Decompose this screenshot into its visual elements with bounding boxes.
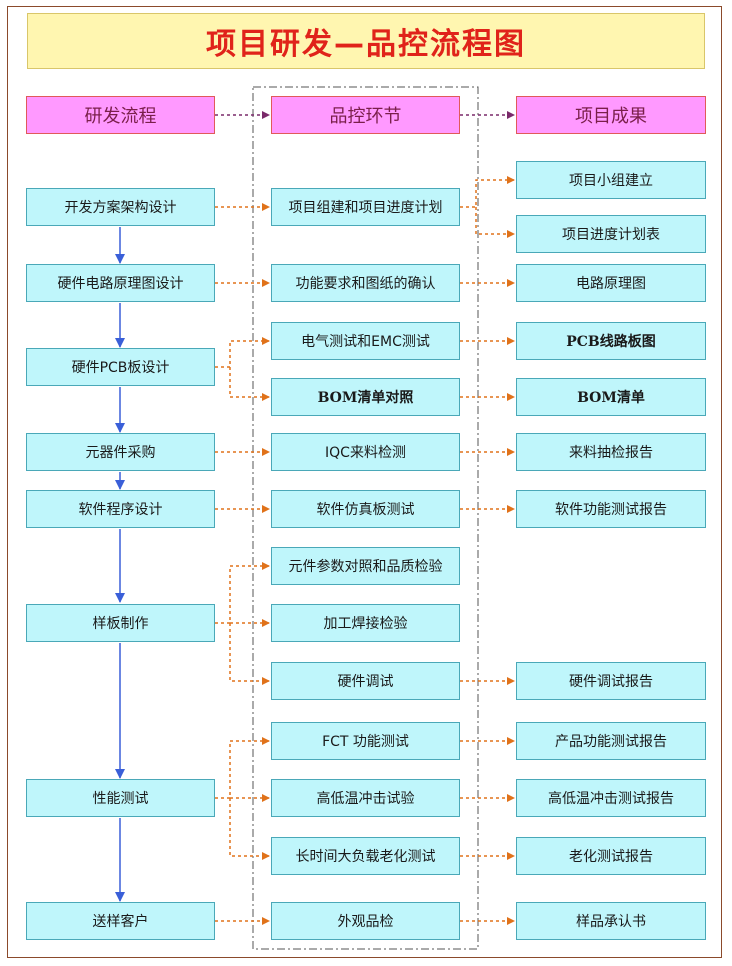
- dev-step-software: 软件程序设计: [26, 490, 215, 528]
- dev-step-architecture: 开发方案架构设计: [26, 188, 215, 226]
- link-q1-r1: [460, 176, 515, 208]
- dev-step-schematic: 硬件电路原理图设计: [26, 264, 215, 302]
- link-d7-q10: [215, 737, 270, 799]
- qc-soldering-inspection: 加工焊接检验: [271, 604, 460, 642]
- qc-aging-test: 长时间大负载老化测试: [271, 837, 460, 875]
- link-d7-q12: [229, 798, 270, 860]
- outer-frame: [7, 6, 722, 958]
- link-d6-q9: [229, 623, 270, 685]
- result-thermal-report: 高低温冲击测试报告: [516, 779, 706, 817]
- qc-thermal-shock: 高低温冲击试验: [271, 779, 460, 817]
- result-sample-approval: 样品承认书: [516, 902, 706, 940]
- diagram-title: 项目研发—品控流程图: [27, 13, 705, 69]
- result-bom-list: BOM清单: [516, 378, 706, 416]
- header-dev-flow: 研发流程: [26, 96, 215, 134]
- dev-step-performance-test: 性能测试: [26, 779, 215, 817]
- qc-visual-inspection: 外观品检: [271, 902, 460, 940]
- dev-step-sample-delivery: 送样客户: [26, 902, 215, 940]
- result-team-setup: 项目小组建立: [516, 161, 706, 199]
- qc-hardware-debug: 硬件调试: [271, 662, 460, 700]
- header-qc: 品控环节: [271, 96, 460, 134]
- result-incoming-report: 来料抽检报告: [516, 433, 706, 471]
- dev-step-prototype: 样板制作: [26, 604, 215, 642]
- dev-step-pcb: 硬件PCB板设计: [26, 348, 215, 386]
- qc-component-quality: 元件参数对照和品质检验: [271, 547, 460, 585]
- qc-fct-test: FCT 功能测试: [271, 722, 460, 760]
- result-hardware-report: 硬件调试报告: [516, 662, 706, 700]
- dev-step-procurement: 元器件采购: [26, 433, 215, 471]
- qc-requirements-confirm: 功能要求和图纸的确认: [271, 264, 460, 302]
- header-results: 项目成果: [516, 96, 706, 134]
- result-aging-report: 老化测试报告: [516, 837, 706, 875]
- result-pcb-layout: PCB线路板图: [516, 322, 706, 360]
- qc-column-boundary: [252, 86, 479, 950]
- qc-bom-check: BOM清单对照: [271, 378, 460, 416]
- result-software-report: 软件功能测试报告: [516, 490, 706, 528]
- result-schematic: 电路原理图: [516, 264, 706, 302]
- link-d6-q7: [215, 562, 270, 624]
- link-d3-q4: [229, 367, 270, 401]
- link-d3-q3: [215, 337, 270, 368]
- qc-emc-test: 电气测试和EMC测试: [271, 322, 460, 360]
- result-schedule: 项目进度计划表: [516, 215, 706, 253]
- qc-iqc-inspection: IQC来料检测: [271, 433, 460, 471]
- qc-software-sim-test: 软件仿真板测试: [271, 490, 460, 528]
- result-function-report: 产品功能测试报告: [516, 722, 706, 760]
- link-q1-r2: [475, 207, 515, 238]
- qc-project-plan: 项目组建和项目进度计划: [271, 188, 460, 226]
